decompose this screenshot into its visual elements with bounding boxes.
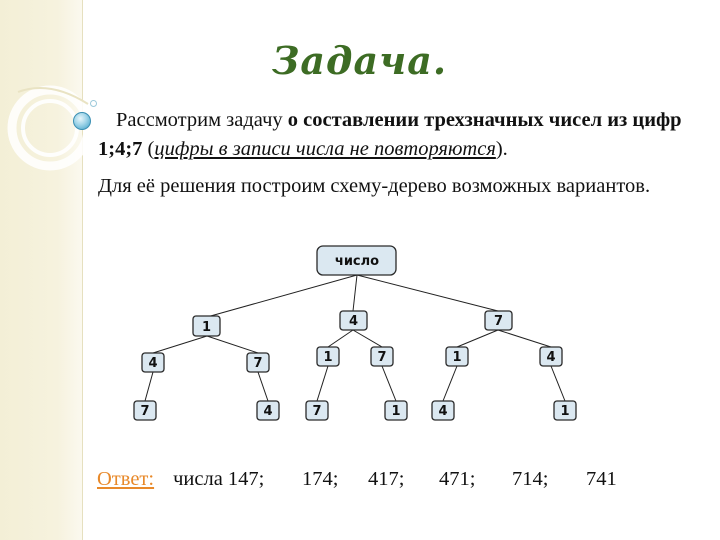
tree-node-root-label: число (335, 254, 379, 269)
answer-number: 417; (368, 468, 405, 490)
tree-node-7: 7 (484, 310, 513, 331)
tree-node-1-4: 4 (141, 352, 165, 373)
tree-node-label: 1 (560, 404, 569, 419)
edge-71-4 (442, 365, 458, 402)
task-paragraph: Рассмотрим задачу о составлении трехзнач… (98, 106, 698, 164)
task-text-paren-close: ). (495, 138, 508, 160)
tree-edges (144, 274, 566, 402)
task-text-1: Рассмотрим задачу (116, 109, 288, 131)
edge-1-7 (206, 335, 259, 354)
edge-root-4 (352, 274, 358, 312)
tree-node-label: 1 (452, 350, 461, 365)
tree-node-1: 1 (192, 315, 221, 337)
tree-node-label: 4 (438, 404, 447, 419)
answer-label: Ответ: (97, 468, 155, 490)
tree-node-1-7: 7 (246, 352, 270, 373)
answer-prefix: числа 147; (173, 468, 265, 490)
answer-number: 714; (512, 468, 549, 490)
edge-14-7 (144, 371, 154, 402)
tree-node-label: 4 (546, 350, 555, 365)
sidebar-divider (82, 0, 83, 540)
answer-line: Ответ: числа 147; (97, 468, 264, 491)
tree-node-7-1: 1 (445, 346, 469, 367)
tree-node-label: 7 (494, 314, 503, 329)
edge-root-1 (206, 274, 358, 318)
tree-node-label: 4 (263, 404, 272, 419)
edge-41-7 (316, 365, 329, 402)
solution-paragraph: Для её решения построим схему-дерево воз… (98, 175, 651, 197)
tree-node-1-7-4: 4 (256, 400, 280, 421)
tree-node-label: 1 (202, 320, 211, 335)
answer-number: 471; (439, 468, 476, 490)
tree-node-label: 7 (140, 404, 149, 419)
tree-node-4: 4 (339, 310, 368, 331)
slide-title: Задача. (272, 38, 448, 83)
edge-7-4 (497, 329, 552, 348)
task-text-condition: цифры в записи числа не повторяются (154, 138, 496, 160)
tree-node-label: 1 (391, 404, 400, 419)
edge-74-1 (550, 365, 566, 402)
tree-node-label: 1 (323, 350, 332, 365)
answer-number: 174; (302, 468, 339, 490)
small-bullet-icon (90, 100, 97, 107)
tree-node-label: 7 (253, 356, 262, 371)
answer-number: 741 (586, 468, 617, 490)
tree-node-4-7-1: 1 (384, 400, 408, 421)
edge-47-1 (381, 365, 397, 402)
task-text-bold: о составлении трехзначных чисел из цифр … (98, 109, 682, 160)
edge-7-1 (456, 329, 499, 348)
task-text-paren-open: ( (142, 138, 155, 160)
edge-4-1 (327, 329, 354, 348)
tree-node-4-7: 7 (370, 346, 394, 367)
tree-node-4-1-7: 7 (305, 400, 329, 421)
edge-root-7 (356, 274, 499, 312)
tree-node-7-1-4: 4 (431, 400, 455, 421)
edge-1-4 (152, 335, 208, 354)
tree-node-7-4-1: 1 (553, 400, 577, 421)
tree-node-7-4: 4 (539, 346, 563, 367)
tree-node-root: число (316, 245, 397, 276)
tree-node-label: 4 (148, 356, 157, 371)
bullet-icon (73, 112, 91, 130)
edge-17-4 (257, 371, 269, 402)
tree-node-label: 7 (312, 404, 321, 419)
tree-node-1-4-7: 7 (133, 400, 157, 421)
tree-node-4-1: 1 (316, 346, 340, 367)
edge-4-7 (352, 329, 383, 348)
tree-node-label: 4 (349, 314, 358, 329)
tree-node-label: 7 (377, 350, 386, 365)
